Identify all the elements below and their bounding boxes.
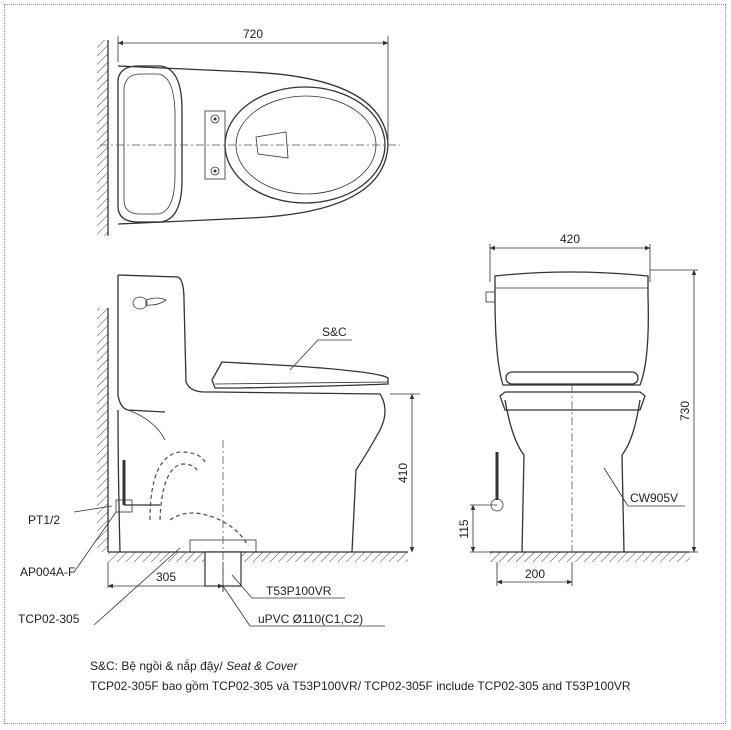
dimension-total-height: 730 [678,401,692,421]
dimension-rough-in: 305 [156,570,176,584]
drawing-frame [4,4,726,724]
side-view: 410 305 [97,274,420,592]
wall-hatch-top [97,40,108,236]
tank-outline-side [117,274,215,393]
floor-hatch-side [108,552,408,562]
dimension-top-width: 720 [243,27,263,41]
callout-ap004a: AP004A-F [20,565,75,579]
callout-upvc: uPVC Ø110(C1,C2) [258,612,363,626]
callout-seat-cover: S&C [322,325,347,339]
callout-cw905v: CW905V [630,491,678,505]
callout-tcp02: TCP02-305 [18,612,80,626]
front-view: 420 730 115 200 [457,232,698,586]
callout-t53p100vr: T53P100VR [266,584,332,598]
floor-hatch-front [490,552,690,562]
dimension-seat-height: 410 [396,463,410,483]
pedestal-front [504,399,525,553]
dimension-supply-height: 115 [457,519,471,538]
flush-lever-front [485,291,496,303]
flush-lever [132,296,148,310]
seat-cover-side [211,361,389,389]
bowl-outline-side [214,391,386,553]
note-line-1: S&C: Bệ ngồi & nắp đậy/ Seat & Cover [90,659,298,673]
top-view: 720 [97,27,400,236]
wall-hatch-side [97,308,108,552]
seat-front [505,371,639,385]
tank-outline-front [494,271,649,386]
callout-pt12: PT1/2 [28,513,60,527]
note-line-2: TCP02-305F bao gồm TCP02-305 và T53P100V… [90,679,631,693]
supply-valve [115,499,133,513]
drain-outline-top [255,131,289,159]
dimension-front-base: 200 [525,567,545,581]
dimension-front-width: 420 [560,232,580,246]
trapway-hidden [149,451,206,521]
callout-leaders [73,339,385,627]
